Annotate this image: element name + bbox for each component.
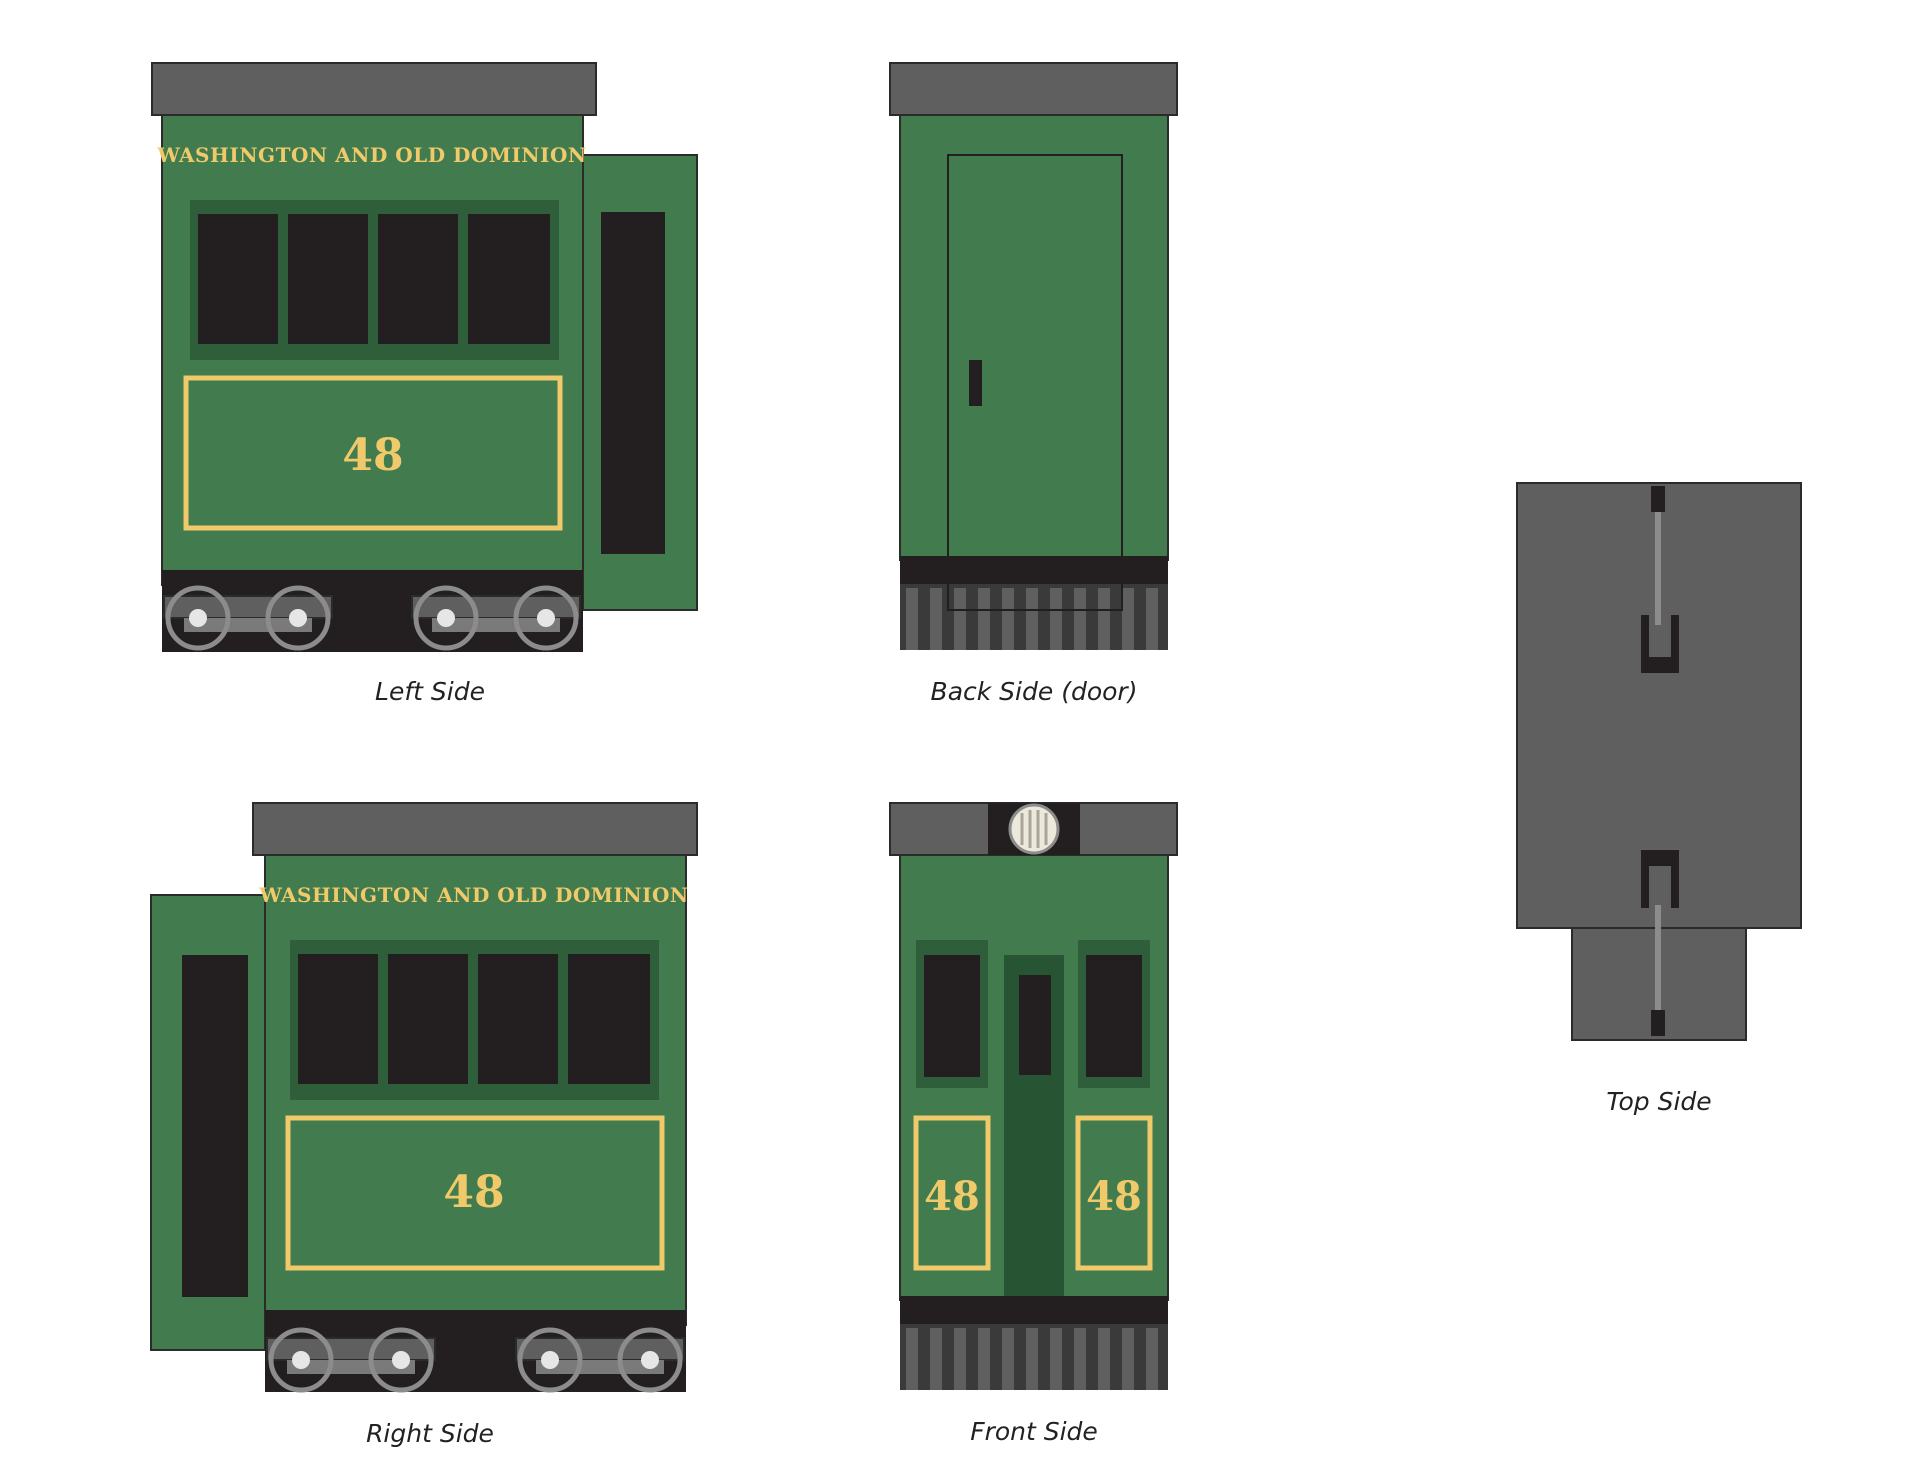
back-side-skirt xyxy=(900,556,1168,650)
top-side-trolley-pole-front xyxy=(1655,510,1661,625)
top-side-pole-tip-rear xyxy=(1651,1010,1665,1036)
front-side-skirt xyxy=(900,1296,1168,1390)
right-side-window-1 xyxy=(298,954,378,1084)
top-side-pole-base-front xyxy=(1641,615,1679,673)
front-side-left-number: 48 xyxy=(924,1173,980,1220)
right-side-window-3 xyxy=(478,954,558,1084)
front-side-center-window xyxy=(1019,975,1051,1075)
right-side-road-name: WASHINGTON AND OLD DOMINION xyxy=(258,883,688,907)
right-side-roof xyxy=(252,802,698,856)
right-side-number-panel xyxy=(285,1115,665,1271)
top-side-trolley-pole-rear xyxy=(1655,905,1661,1015)
back-side-door xyxy=(947,154,1123,611)
left-side-roof xyxy=(151,62,597,116)
top-side-view: Top Side xyxy=(1516,482,1802,1116)
left-side-window-4 xyxy=(468,214,550,344)
left-side-number: 48 xyxy=(342,430,403,481)
right-side-window-2 xyxy=(388,954,468,1084)
front-side-caption: Front Side xyxy=(970,1417,1098,1446)
back-side-view: Back Side (door) xyxy=(889,62,1178,706)
right-side-caption: Right Side xyxy=(366,1419,494,1448)
left-side-end-window xyxy=(601,212,665,554)
headlight-icon xyxy=(1008,803,1060,855)
back-side-door-handle xyxy=(969,360,982,406)
front-side-left-window xyxy=(924,955,980,1077)
top-side-pole-tip-front xyxy=(1651,486,1665,512)
front-side-right-number: 48 xyxy=(1086,1173,1142,1220)
back-side-roof xyxy=(889,62,1178,116)
front-side-view: 48 48 Front Side xyxy=(889,802,1178,1446)
back-side-caption: Back Side (door) xyxy=(931,677,1138,706)
right-side-window-4 xyxy=(568,954,650,1084)
left-side-window-2 xyxy=(288,214,368,344)
top-side-pole-base-rear xyxy=(1641,850,1679,908)
back-side-body xyxy=(899,114,1169,561)
right-side-view: WASHINGTON AND OLD DOMINION 48 Right Sid… xyxy=(150,802,698,1448)
left-side-window-3 xyxy=(378,214,458,344)
top-side-caption: Top Side xyxy=(1606,1087,1711,1116)
front-side-left-number-panel xyxy=(913,1115,991,1271)
right-side-end-window xyxy=(182,955,248,1297)
left-side-number-panel xyxy=(183,375,563,531)
left-side-road-name: WASHINGTON AND OLD DOMINION xyxy=(156,143,586,167)
front-side-right-window xyxy=(1086,955,1142,1077)
right-side-number: 48 xyxy=(443,1167,504,1218)
left-side-view: WASHINGTON AND OLD DOMINION 48 Left Side xyxy=(151,62,698,706)
front-side-right-number-panel xyxy=(1075,1115,1153,1271)
left-side-window-1 xyxy=(198,214,278,344)
left-side-caption: Left Side xyxy=(375,677,485,706)
